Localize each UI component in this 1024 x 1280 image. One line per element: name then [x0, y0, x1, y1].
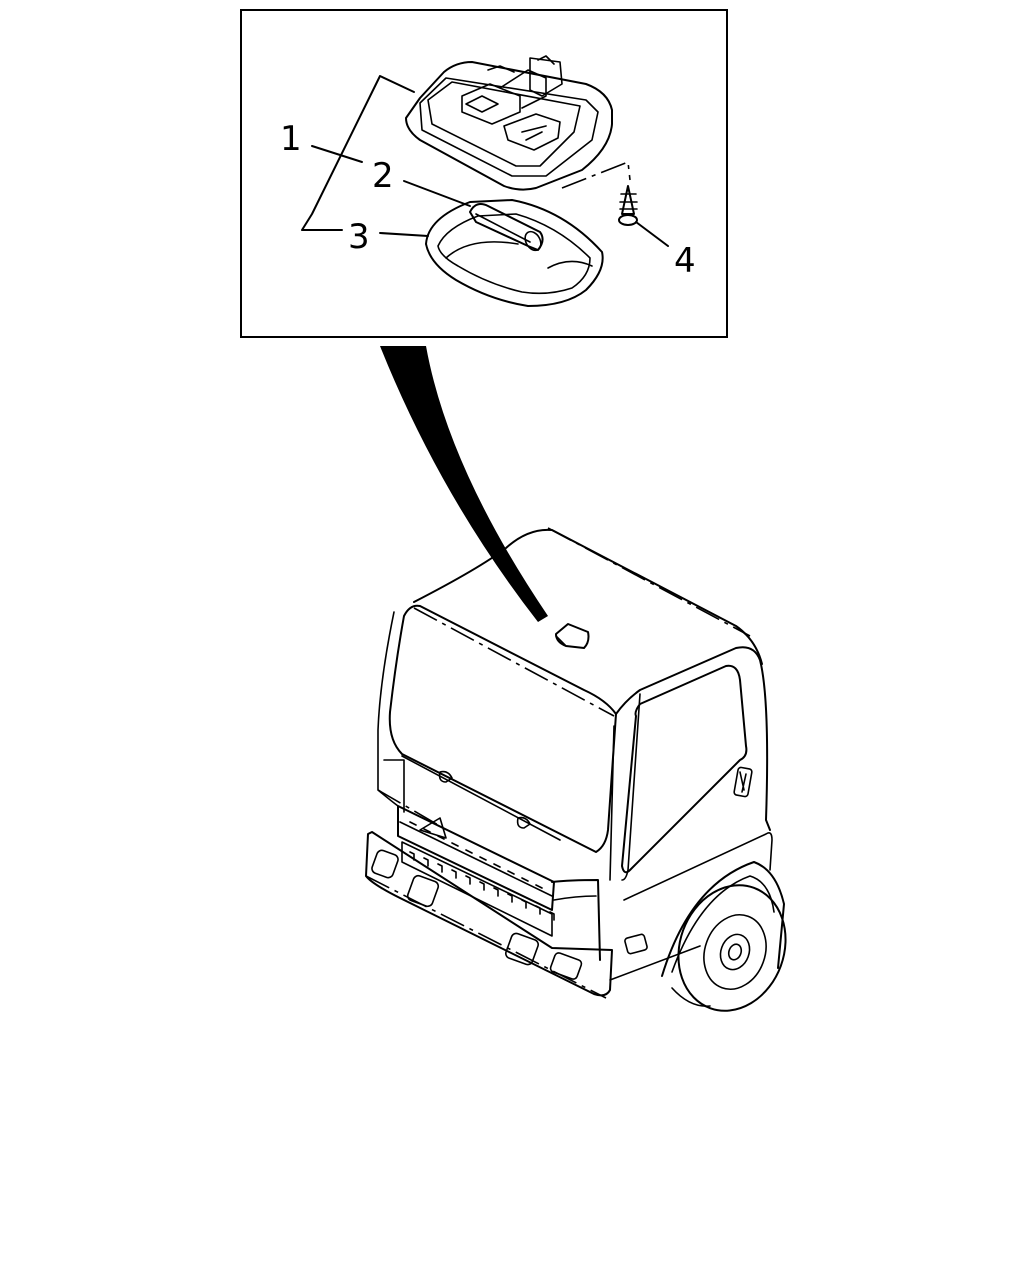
screw-location-line — [561, 160, 631, 189]
dome-lamp-housing — [405, 55, 613, 191]
truck-cab — [365, 527, 787, 1012]
door — [609, 646, 773, 981]
roof-outline — [413, 528, 763, 665]
roof-centerline — [413, 607, 615, 717]
detail-inset: 1 2 3 4 — [240, 9, 728, 338]
door-handle — [733, 766, 753, 798]
bumper — [365, 831, 613, 999]
leader-line-1 — [311, 145, 363, 163]
door-window — [621, 664, 748, 874]
leader-line-2 — [403, 180, 471, 207]
screw — [618, 185, 638, 226]
detail-inset-frame — [240, 9, 728, 338]
bulb — [469, 203, 544, 252]
callout-4: 4 — [674, 241, 696, 281]
windshield — [388, 604, 617, 853]
callout-2: 2 — [372, 156, 394, 196]
callout-1: 1 — [280, 119, 302, 159]
leader-line-4 — [635, 221, 669, 247]
callout-3: 3 — [348, 217, 370, 257]
leader-line-3 — [379, 232, 429, 237]
location-pointer — [380, 346, 548, 622]
lens — [425, 199, 604, 307]
leader-bracket-1 — [301, 75, 415, 231]
front-wheel — [661, 861, 787, 1012]
grille — [397, 805, 555, 937]
roof-lamp — [555, 623, 590, 649]
